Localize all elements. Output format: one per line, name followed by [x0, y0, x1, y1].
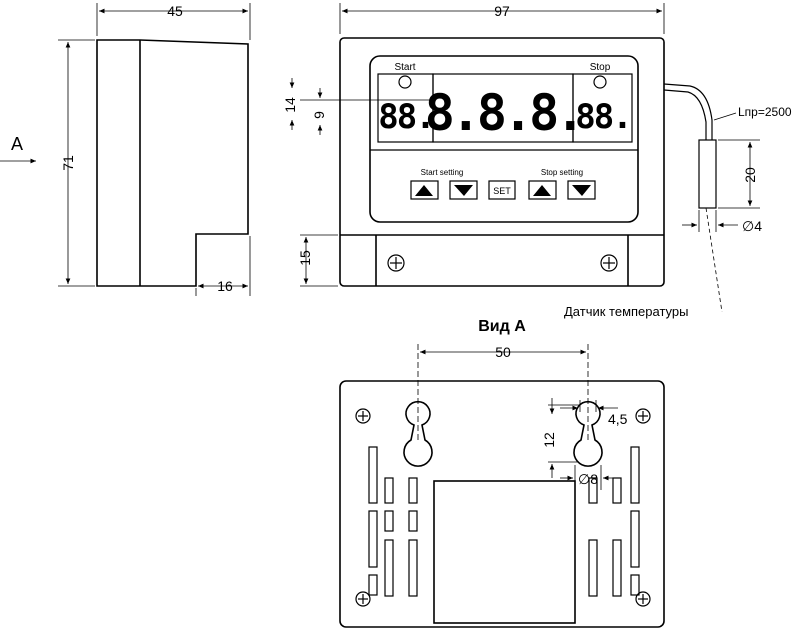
- front-dimensions: [289, 3, 665, 287]
- start-label: Start: [394, 62, 415, 73]
- probe-cable: [663, 83, 713, 140]
- back-12-dim: 12: [541, 432, 557, 448]
- back-view: [339, 380, 665, 628]
- start-down-arrow-icon: [454, 185, 473, 196]
- probe-dimensions: [682, 112, 760, 232]
- start-up-button: [410, 180, 439, 200]
- keyhole-right: [573, 400, 603, 467]
- start-setting-label: Start setting: [421, 168, 464, 177]
- stop-setting-label: Stop setting: [541, 168, 583, 177]
- left-display-digits: 88.: [378, 97, 433, 137]
- probe: [663, 83, 723, 313]
- front-screws: [387, 254, 618, 272]
- screw-icon: [600, 254, 618, 272]
- view-title: Вид А: [478, 318, 526, 335]
- front-panel: [369, 55, 639, 223]
- screw-icon: [635, 591, 651, 607]
- set-button: [488, 180, 516, 200]
- probe-sensor: [698, 139, 717, 209]
- stop-up-arrow-icon: [533, 185, 551, 196]
- front-14-dim: 14: [282, 97, 298, 113]
- keyhole-left: [403, 400, 433, 467]
- view-arrow-label: A: [11, 134, 23, 154]
- stop-down-button: [567, 180, 596, 200]
- back-50-dim: 50: [495, 344, 511, 360]
- stop-label: Stop: [590, 62, 611, 73]
- probe-20-dim: 20: [742, 167, 758, 183]
- side-view: [96, 39, 249, 287]
- right-display-digits: 88.: [575, 97, 630, 137]
- back-label-window: [433, 480, 576, 624]
- screw-icon: [355, 591, 371, 607]
- back-dia8-dim: ∅8: [578, 471, 598, 487]
- side-step-dim: 16: [217, 278, 233, 294]
- front-display-area: [370, 73, 638, 151]
- screw-icon: [387, 254, 405, 272]
- back-slots: [368, 446, 640, 597]
- front-width-dim: 97: [494, 3, 510, 19]
- back-45-dim: 4,5: [608, 411, 628, 427]
- sensor-label: Датчик температуры: [564, 304, 688, 319]
- stop-down-arrow-icon: [572, 185, 591, 196]
- front-15-dim: 15: [297, 250, 313, 266]
- front-housing: [339, 37, 665, 287]
- front-9-dim: 9: [311, 111, 327, 119]
- front-view: [339, 37, 665, 287]
- side-height-dim: 71: [60, 155, 76, 171]
- start-down-button: [449, 180, 478, 200]
- back-screws: [355, 408, 651, 607]
- probe-length-label: Lпр=2500: [738, 105, 792, 119]
- center-display-digits: 8.8.8.: [425, 84, 582, 142]
- stop-led: [593, 75, 607, 89]
- stop-up-button: [528, 180, 557, 200]
- side-dimensions: [0, 3, 251, 296]
- screw-icon: [355, 408, 371, 424]
- set-button-label: SET: [493, 186, 511, 196]
- screw-icon: [635, 408, 651, 424]
- sensor-leader: [705, 207, 723, 313]
- start-up-arrow-icon: [415, 185, 433, 196]
- side-view-outline: [96, 39, 249, 287]
- start-led: [398, 75, 412, 89]
- probe-dia-dim: ∅4: [742, 218, 762, 234]
- side-depth-dim: 45: [167, 3, 183, 19]
- back-dimensions: [417, 344, 618, 490]
- back-housing: [339, 380, 665, 628]
